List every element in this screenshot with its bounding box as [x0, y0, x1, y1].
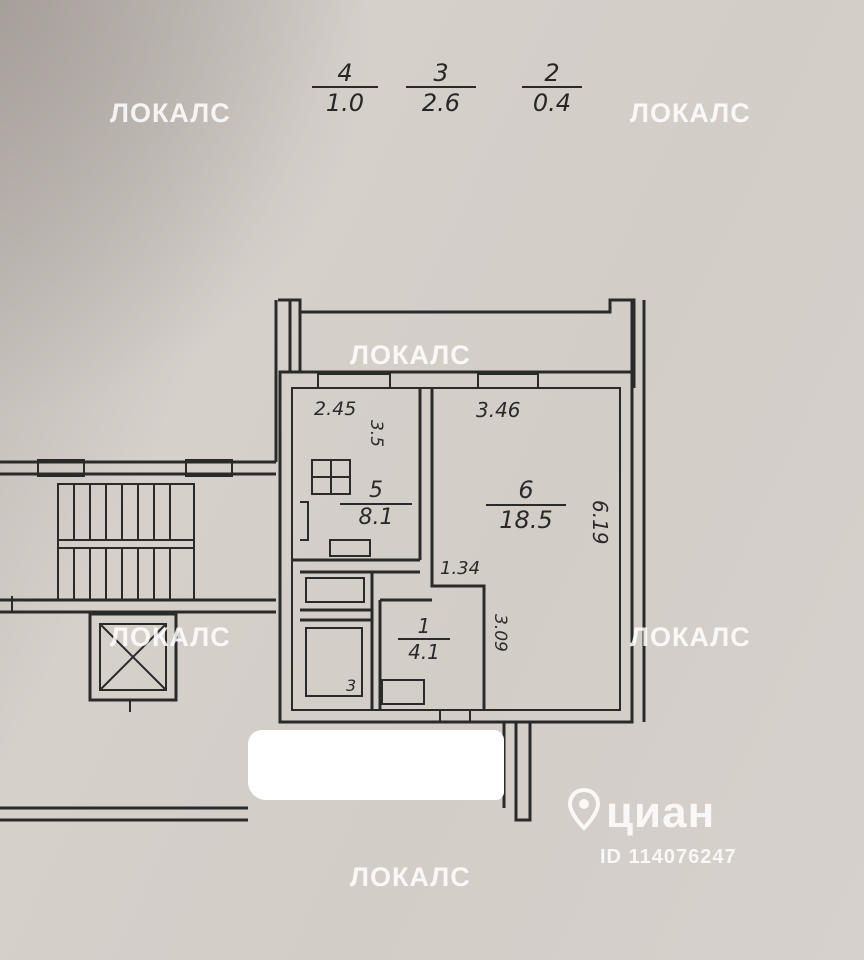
- elevator-cross: [99, 623, 167, 691]
- ratio-4-num: 4: [337, 59, 353, 87]
- room-kitchen-area: 8.1: [340, 503, 412, 530]
- ratio-3-den: 2.6: [406, 86, 476, 116]
- kitchen-counter: [329, 539, 371, 557]
- wc-sink: [381, 679, 425, 705]
- dim-room-depth: 6.19: [588, 500, 612, 545]
- corridor-window-2: [37, 459, 85, 477]
- balcony-wall: [278, 298, 636, 388]
- room-living-num: 6: [518, 476, 534, 504]
- watermark: ЛОКАЛС: [350, 340, 471, 370]
- stair-wall: [274, 300, 292, 462]
- room-kitchen-num: 5: [369, 478, 383, 503]
- ratio-2: 2 0.4: [522, 60, 582, 116]
- dim-kitchen-width: 2.45: [314, 398, 357, 420]
- redacted-block: [248, 730, 504, 800]
- right-outer-wall: [630, 300, 646, 722]
- kitchen-bottom-wall: [292, 558, 420, 574]
- apartment-outer-wall: [278, 370, 634, 724]
- room-living-label: 6 18.5: [486, 476, 566, 534]
- ratio-4: 4 1.0: [312, 60, 378, 116]
- room-bath-num: 3: [346, 676, 357, 695]
- cian-brand: циан: [606, 788, 716, 837]
- watermark: ЛОКАЛС: [110, 98, 231, 128]
- corridor-walls: [0, 460, 276, 614]
- dim-room-width: 3.46: [476, 398, 521, 422]
- room-hall-label: 1 4.1: [398, 614, 450, 664]
- window-left: [317, 373, 391, 389]
- room-kitchen-label: 5 8.1: [340, 478, 412, 530]
- bath-walls: [300, 572, 432, 710]
- dim-hall-width: 1.34: [440, 558, 481, 579]
- corridor-window: [185, 459, 233, 477]
- location-pin-icon: [567, 788, 601, 831]
- dim-kitchen-depth: 3.5: [366, 420, 386, 448]
- bathtub: [305, 627, 363, 697]
- ratio-3-num: 3: [433, 59, 449, 87]
- watermark: ЛОКАЛС: [110, 622, 231, 652]
- ratio-2-den: 0.4: [522, 86, 582, 116]
- dim-hall-depth: 3.09: [490, 614, 510, 652]
- toilet: [305, 577, 365, 603]
- watermark: ЛОКАЛС: [630, 622, 751, 652]
- ratio-3: 3 2.6: [406, 60, 476, 116]
- room-living-area: 18.5: [486, 504, 566, 534]
- elevator-shaft: [88, 612, 178, 702]
- partition-kitchen-room: [418, 388, 486, 710]
- watermark: ЛОКАЛС: [350, 862, 471, 892]
- apartment-inner-wall: [291, 387, 621, 711]
- staircase: [57, 483, 195, 601]
- watermark: ЛОКАЛС: [630, 98, 751, 128]
- stair-treads: [58, 484, 194, 600]
- window-right: [477, 373, 539, 389]
- room-hall-num: 1: [417, 614, 431, 638]
- landing-walls: [0, 722, 532, 822]
- listing-id: ID 114076247: [600, 846, 737, 868]
- ratio-2-num: 2: [544, 59, 560, 87]
- room-hall-area: 4.1: [398, 638, 450, 664]
- ratio-4-den: 1.0: [312, 86, 378, 116]
- elevator-cabin: [99, 623, 167, 691]
